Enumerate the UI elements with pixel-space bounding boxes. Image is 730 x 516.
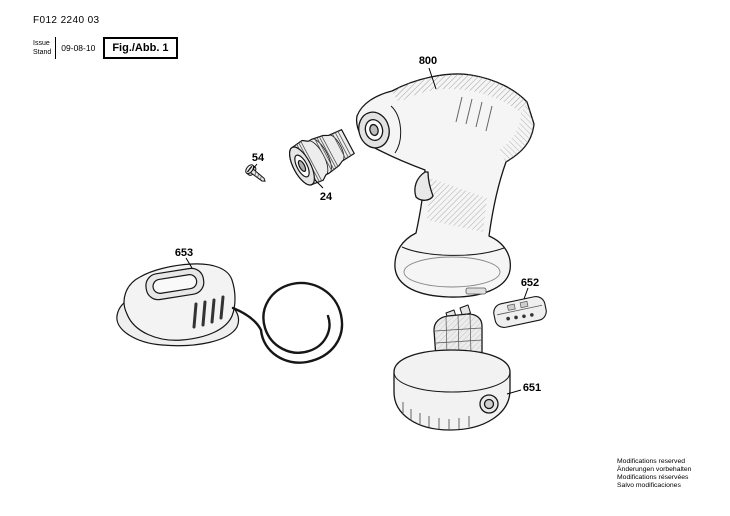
part-label-drill: 800	[419, 55, 437, 67]
part-labels: 800 54 24 653 652 651	[175, 55, 541, 394]
notice-line-de: Änderungen vorbehalten	[617, 466, 692, 473]
clip-illustration	[493, 295, 547, 329]
notice-line-es: Salvo modificaciones	[617, 482, 681, 489]
charger-cable	[231, 281, 344, 364]
part-label-screw: 54	[252, 152, 265, 164]
part-label-clip: 652	[521, 277, 539, 289]
issue-date: 09-08-10	[61, 43, 96, 53]
chuck-illustration	[289, 129, 355, 186]
part-label-chuck: 24	[320, 191, 333, 203]
charger-illustration	[116, 263, 240, 347]
notice-line-fr: Modifications réservées	[617, 474, 689, 481]
modification-notices: Modifications reserved Änderungen vorbeh…	[617, 458, 691, 490]
issue-label: Issue	[33, 40, 50, 47]
screw-illustration	[245, 164, 266, 182]
divider	[55, 37, 57, 59]
document-number: F012 2240 03	[33, 15, 100, 26]
issue-stand-labels: Issue Stand	[33, 37, 55, 59]
notice-line-en: Modifications reserved	[617, 458, 685, 465]
drill-illustration	[355, 73, 535, 298]
part-label-battery: 651	[523, 382, 541, 394]
part-label-charger: 653	[175, 247, 193, 259]
battery-illustration	[393, 304, 511, 431]
stand-label: Stand	[33, 49, 52, 56]
title-block: Issue Stand 09-08-10 Fig./Abb. 1	[33, 37, 178, 59]
figure-label: Fig./Abb. 1	[103, 37, 178, 59]
